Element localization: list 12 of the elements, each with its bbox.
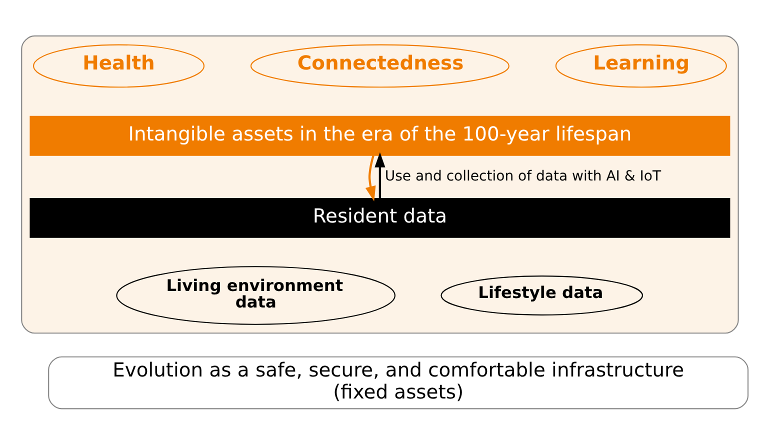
edge-label: Use and collection of data with AI & IoT <box>384 168 662 185</box>
arrow <box>365 155 376 202</box>
cluster <box>21 35 739 334</box>
node-ellipse: Health <box>32 44 205 88</box>
node-box: Intangible assets in the era of the 100-year lifespan <box>30 116 730 156</box>
node-box: Evolution as a safe, secure, and comfortable infrastructure (fixed assets) <box>48 356 749 410</box>
node-ellipse: Lifestyle data <box>440 276 644 316</box>
node-ellipse: Connectedness <box>250 44 510 88</box>
arrow <box>374 152 386 198</box>
node-ellipse: Learning <box>555 44 727 88</box>
node-box: Resident data <box>30 198 730 238</box>
node-ellipse: Living environment data <box>116 266 396 325</box>
